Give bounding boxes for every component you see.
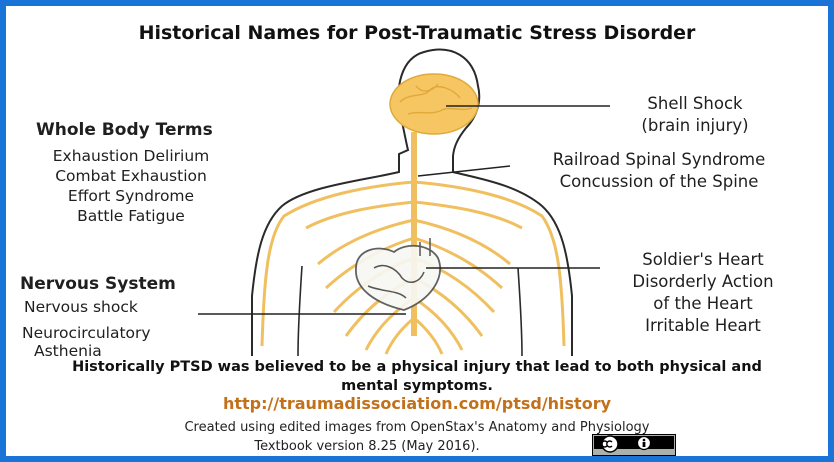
body-outline — [251, 48, 573, 356]
brain-label-line: Shell Shock — [647, 94, 743, 113]
summary-statement: Historically PTSD was believed to be a p… — [72, 359, 762, 394]
spine-label-line: Railroad Spinal Syndrome — [552, 150, 766, 169]
whole-body-heading: Whole Body Terms — [36, 120, 213, 140]
heart-label-line: of the Heart — [653, 294, 753, 313]
heart-label-line: Irritable Heart — [645, 316, 761, 335]
heart-label-line: Soldier's Heart — [642, 250, 764, 269]
credit-text: Created using edited images from OpenSta… — [6, 418, 828, 456]
spine-leader-line — [417, 165, 511, 177]
nervous-system-term: Asthenia — [34, 342, 102, 360]
brain-icon — [389, 73, 479, 135]
credit-line: Created using edited images from OpenSta… — [184, 420, 650, 435]
nervous-system-term: Nervous shock — [24, 298, 138, 316]
heart-icon — [355, 238, 441, 311]
whole-body-term: Effort Syndrome — [67, 187, 195, 205]
whole-body-term: Battle Fatigue — [77, 207, 185, 225]
heart-label-line: Disorderly Action — [632, 272, 774, 291]
nervous-system-term: Neurocirculatory — [22, 324, 151, 342]
source-url[interactable]: http://traumadissociation.com/ptsd/histo… — [222, 394, 612, 413]
creative-commons-by-icon — [592, 434, 676, 456]
nervous-system-heading: Nervous System — [20, 274, 176, 294]
whole-body-term: Exhaustion Delirium — [52, 147, 210, 165]
figure-title: Historical Names for Post-Traumatic Stre… — [138, 22, 696, 44]
body-diagram — [198, 48, 610, 357]
spine-label-line: Concussion of the Spine — [559, 172, 759, 191]
credit-line: Textbook version 8.25 (May 2016). — [254, 439, 480, 454]
whole-body-term: Combat Exhaustion — [55, 167, 207, 185]
brain-label-line: (brain injury) — [641, 116, 749, 135]
